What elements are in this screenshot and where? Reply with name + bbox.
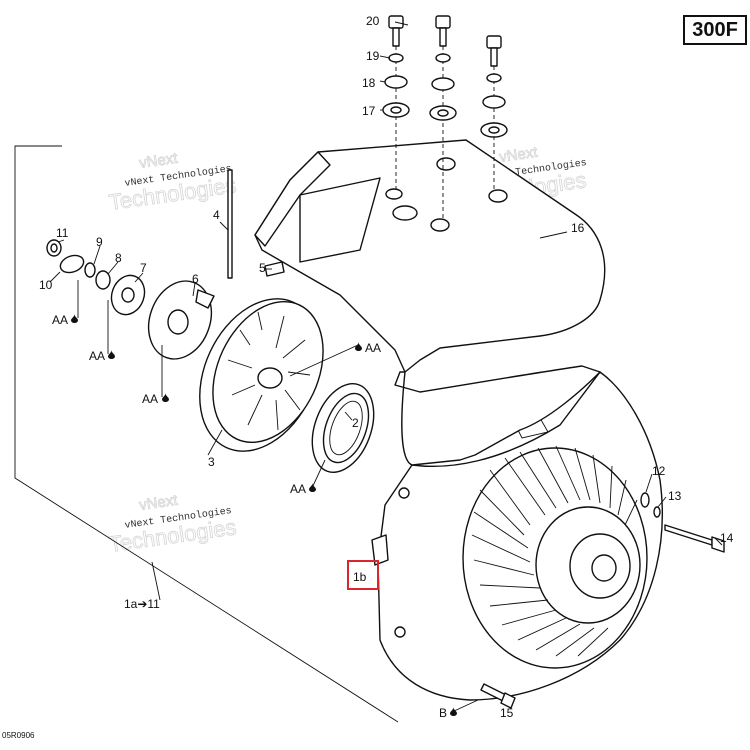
callout-6: 6: [192, 272, 199, 286]
lube-aa-1: AA: [52, 313, 68, 327]
callout-9: 9: [96, 235, 103, 249]
callout-17: 17: [362, 104, 376, 118]
washer-13: [653, 506, 661, 518]
callout-1b: 1b: [353, 570, 367, 584]
assembly-bracket-leader: [151, 561, 161, 601]
lubricant-marks: AA AA AA AA AA B: [52, 313, 457, 720]
lube-aa-3: AA: [142, 392, 158, 406]
svg-text:vNext: vNext: [498, 144, 539, 166]
callout-labels: 20 19 18 17 16 11 9 8 7 10 6 4 5 2 3 12 …: [39, 14, 734, 720]
bolt-15: [480, 683, 516, 709]
callout-14: 14: [720, 531, 734, 545]
callout-8: 8: [115, 251, 122, 265]
bolt-14: [664, 524, 725, 553]
pawl-plate: [147, 280, 215, 360]
rope-reel: [199, 298, 324, 452]
highlight-box: [347, 560, 379, 590]
callout-10: 10: [39, 278, 53, 292]
svg-text:vNext: vNext: [138, 150, 179, 172]
callout-4: 4: [213, 208, 220, 222]
lube-aa-2: AA: [89, 349, 105, 363]
callout-16: 16: [571, 221, 585, 235]
watermark-top-left: vNext vNext Technologies Technologies: [107, 149, 238, 215]
svg-text:vNext: vNext: [138, 492, 179, 514]
fan-housing: [371, 371, 663, 701]
callout-18: 18: [362, 76, 376, 90]
callout-19: 19: [366, 49, 380, 63]
callout-2: 2: [352, 416, 359, 430]
callout-5: 5: [259, 261, 266, 275]
watermark-middle-left: vNext vNext Technologies Technologies: [107, 491, 238, 557]
housing-cover: [254, 139, 606, 466]
recoil-spring: [311, 383, 375, 473]
rope-handle: [264, 261, 285, 277]
callout-11: 11: [56, 226, 69, 240]
bolt-stack-2: [429, 15, 457, 220]
assembly-bracket: [14, 145, 399, 723]
callout-1a-range: 1a➔11: [124, 597, 160, 611]
lube-b: B: [439, 706, 447, 720]
callout-3: 3: [208, 455, 215, 469]
small-parts-stack: [46, 239, 146, 316]
callout-12: 12: [652, 464, 666, 478]
callout-7: 7: [140, 261, 147, 275]
callout-20: 20: [366, 14, 380, 28]
leader-lines: [49, 21, 723, 713]
washer-12: [640, 492, 650, 508]
bolt-stack-1: [382, 15, 410, 190]
callout-15: 15: [500, 706, 514, 720]
starter-rope: [227, 169, 233, 279]
figure-code: 05R0906: [2, 731, 35, 740]
page-reference-code: 300F: [683, 15, 747, 45]
callout-13: 13: [668, 489, 682, 503]
bolt-stack-3: [480, 35, 508, 190]
lube-aa-5: AA: [290, 482, 306, 496]
lube-aa-4: AA: [365, 341, 381, 355]
